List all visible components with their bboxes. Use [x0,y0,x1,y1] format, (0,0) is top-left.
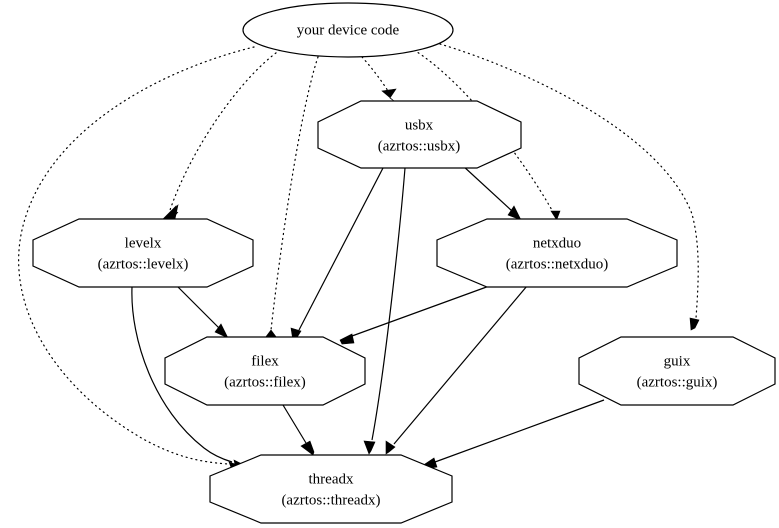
edge-device-guix [439,43,700,331]
edge-guix-threadx [421,399,605,470]
node-threadx[interactable]: threadx (azrtos::threadx) [209,454,453,524]
node-label-netxduo-line2: (azrtos::netxduo) [506,256,608,272]
node-your-device-code[interactable]: your device code [242,2,454,58]
node-label-threadx-line1: threadx [309,471,354,487]
node-label-usbx-line2: (azrtos::usbx) [378,138,460,154]
node-label-threadx-line2: (azrtos::threadx) [281,492,380,508]
edge-filex-threadx [282,404,315,456]
node-label-guix-line2: (azrtos::guix) [637,374,718,390]
node-levelx[interactable]: levelx (azrtos::levelx) [32,218,254,288]
node-shape-octagon [209,454,453,524]
node-shape-ellipse [242,2,454,58]
node-guix[interactable]: guix (azrtos::guix) [578,336,776,406]
node-netxduo[interactable]: netxduo (azrtos::netxduo) [436,218,678,288]
node-shape-octagon [436,218,678,288]
node-label-guix-line1: guix [664,353,691,369]
node-usbx[interactable]: usbx (azrtos::usbx) [317,100,522,169]
edge-usbx-netxduo [461,164,522,221]
node-shape-octagon [164,336,366,406]
node-shape-octagon [317,100,522,169]
node-filex[interactable]: filex (azrtos::filex) [164,336,366,406]
node-layer: your device code usbx (azrtos::usbx) lev… [32,2,776,524]
edge-usbx-threadx [363,167,406,455]
node-shape-octagon [578,336,776,406]
edge-netxduo-filex [339,284,493,345]
edge-levelx-filex [176,285,229,339]
node-label-filex-line2: (azrtos::filex) [224,374,306,390]
node-label-filex-line1: filex [251,353,279,369]
node-label-levelx-line1: levelx [125,235,162,251]
node-label-netxduo-line1: netxduo [533,235,581,251]
node-label-usbx-line1: usbx [405,117,434,133]
node-shape-octagon [32,218,254,288]
edge-usbx-filex [290,167,384,342]
node-label-levelx-line2: (azrtos::levelx) [98,256,189,272]
node-label-device-line1: your device code [297,22,400,38]
edge-device-usbx [361,56,397,102]
edge-device-filex [264,56,319,341]
edge-device-levelx [161,49,281,223]
edge-netxduo-threadx [385,285,528,455]
